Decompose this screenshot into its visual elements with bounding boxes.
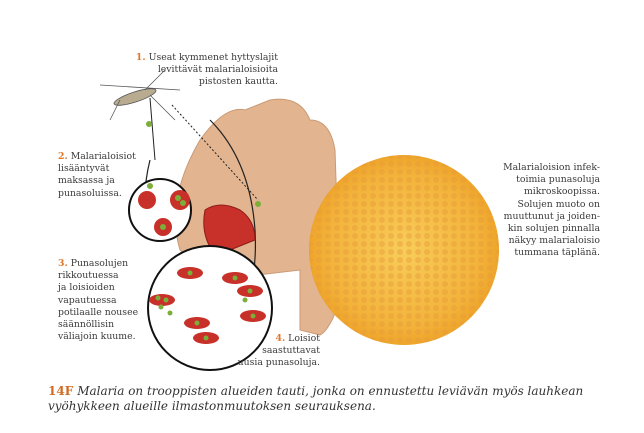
text-line: väliajoin kuume. xyxy=(58,331,136,343)
text-line: punasoluissa. xyxy=(58,187,122,199)
text-line: uusia punasoluja. xyxy=(237,357,320,369)
text-line: Punasolujen xyxy=(70,258,129,269)
text-line: mikroskoopissa. xyxy=(523,186,600,198)
text-line: Useat kymmenet hyttyslajit xyxy=(148,52,278,63)
text-line: säännöllisin xyxy=(58,319,115,331)
figure-tag: 14F xyxy=(48,384,74,398)
text-line: Loisiot xyxy=(288,333,320,344)
step-4-label: 4. Loisiot saastuttavat uusia punasoluja… xyxy=(230,333,320,370)
text-line: toimia punasoluja xyxy=(516,174,600,186)
text-line: näkyy malarialoisio xyxy=(508,235,600,247)
text-line: Malarialoisiot xyxy=(70,151,136,162)
text-line: levittävät malarialoisioita xyxy=(157,64,278,76)
text-line: kin solujen pinnalla xyxy=(507,223,600,235)
step-3-label: 3. Punasolujen rikkoutuessa ja loisioide… xyxy=(58,258,158,343)
text-line: saastuttavat xyxy=(262,345,320,357)
step-number: 4. xyxy=(275,333,286,344)
text-line: muuttunut ja joiden- xyxy=(503,210,600,222)
step-number: 2. xyxy=(58,151,68,162)
text-line: pistosten kautta. xyxy=(198,76,278,88)
step-2-label: 2. Malarialoisiot lisääntyvät maksassa j… xyxy=(58,151,148,200)
caption-text: Malaria on trooppisten alueiden tauti, j… xyxy=(48,384,584,413)
microscopy-description: Malarialoision infek- toimia punasoluja … xyxy=(500,162,600,260)
mosquito xyxy=(99,69,181,121)
text-line: Solujen muoto on xyxy=(517,198,600,210)
text-line: potilaalle nousee xyxy=(58,306,139,318)
text-line: ja loisioiden xyxy=(58,282,115,294)
step-number: 1. xyxy=(135,52,146,63)
text-line: maksassa ja xyxy=(58,175,115,187)
text-line: lisääntyvät xyxy=(58,163,110,175)
text-line: rikkoutuessa xyxy=(58,270,119,282)
text-line: vapautuessa xyxy=(58,294,117,306)
step-number: 3. xyxy=(58,258,68,269)
text-line: Malarialoision infek- xyxy=(503,162,600,173)
step-1-label: 1. Useat kymmenet hyttyslajit levittävät… xyxy=(130,52,278,89)
liver xyxy=(203,204,256,256)
text-line: tummana täplänä. xyxy=(514,247,600,259)
